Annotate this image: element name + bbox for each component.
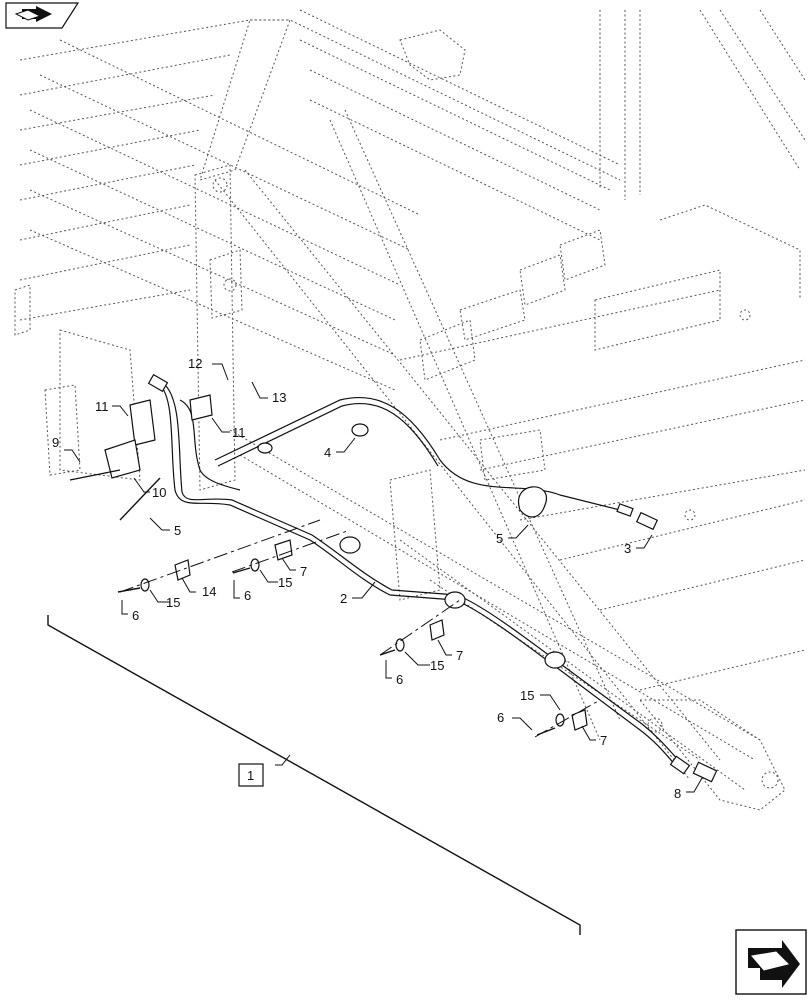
- callout-6-d: 6: [497, 710, 504, 725]
- callout-4: 4: [324, 445, 331, 460]
- callout-15-d: 15: [520, 688, 534, 703]
- callout-15-b: 15: [278, 575, 292, 590]
- callout-3: 3: [624, 541, 631, 556]
- machine-frame-outline: [14, 9, 806, 811]
- callout-14: 14: [202, 584, 216, 599]
- callout-13: 13: [272, 390, 286, 405]
- callout-5-tie: 5: [496, 531, 503, 546]
- wire-harness: [69, 373, 718, 783]
- next-page-arrow-icon[interactable]: [735, 929, 807, 995]
- callout-12: 12: [188, 356, 202, 371]
- callout-1: 1: [247, 768, 254, 783]
- assembly-bracket-line: [47, 615, 581, 935]
- callout-7-b: 7: [456, 648, 463, 663]
- callout-6-c: 6: [396, 672, 403, 687]
- callout-8: 8: [674, 786, 681, 801]
- view-direction-icon[interactable]: [5, 2, 80, 29]
- callout-11-b: 11: [232, 425, 246, 440]
- exploded-hardware: [117, 519, 601, 738]
- callout-2: 2: [340, 591, 347, 606]
- callout-7-c: 7: [600, 733, 607, 748]
- callout-6-a: 6: [132, 608, 139, 623]
- callout-15-c: 15: [430, 658, 444, 673]
- callout-15-a: 15: [166, 595, 180, 610]
- callout-6-b: 6: [244, 588, 251, 603]
- callout-9: 9: [52, 435, 59, 450]
- callout-labels: 1 2 3 4 5 5 6 6 6 6 7 7 7 8 9 10 11 11 1…: [52, 356, 681, 801]
- callout-10: 10: [152, 485, 166, 500]
- callout-7-a: 7: [300, 564, 307, 579]
- callout-box-1: [238, 763, 264, 787]
- callout-leaders: [64, 363, 703, 793]
- callout-11-a: 11: [95, 399, 109, 414]
- callout-5-pin: 5: [174, 523, 181, 538]
